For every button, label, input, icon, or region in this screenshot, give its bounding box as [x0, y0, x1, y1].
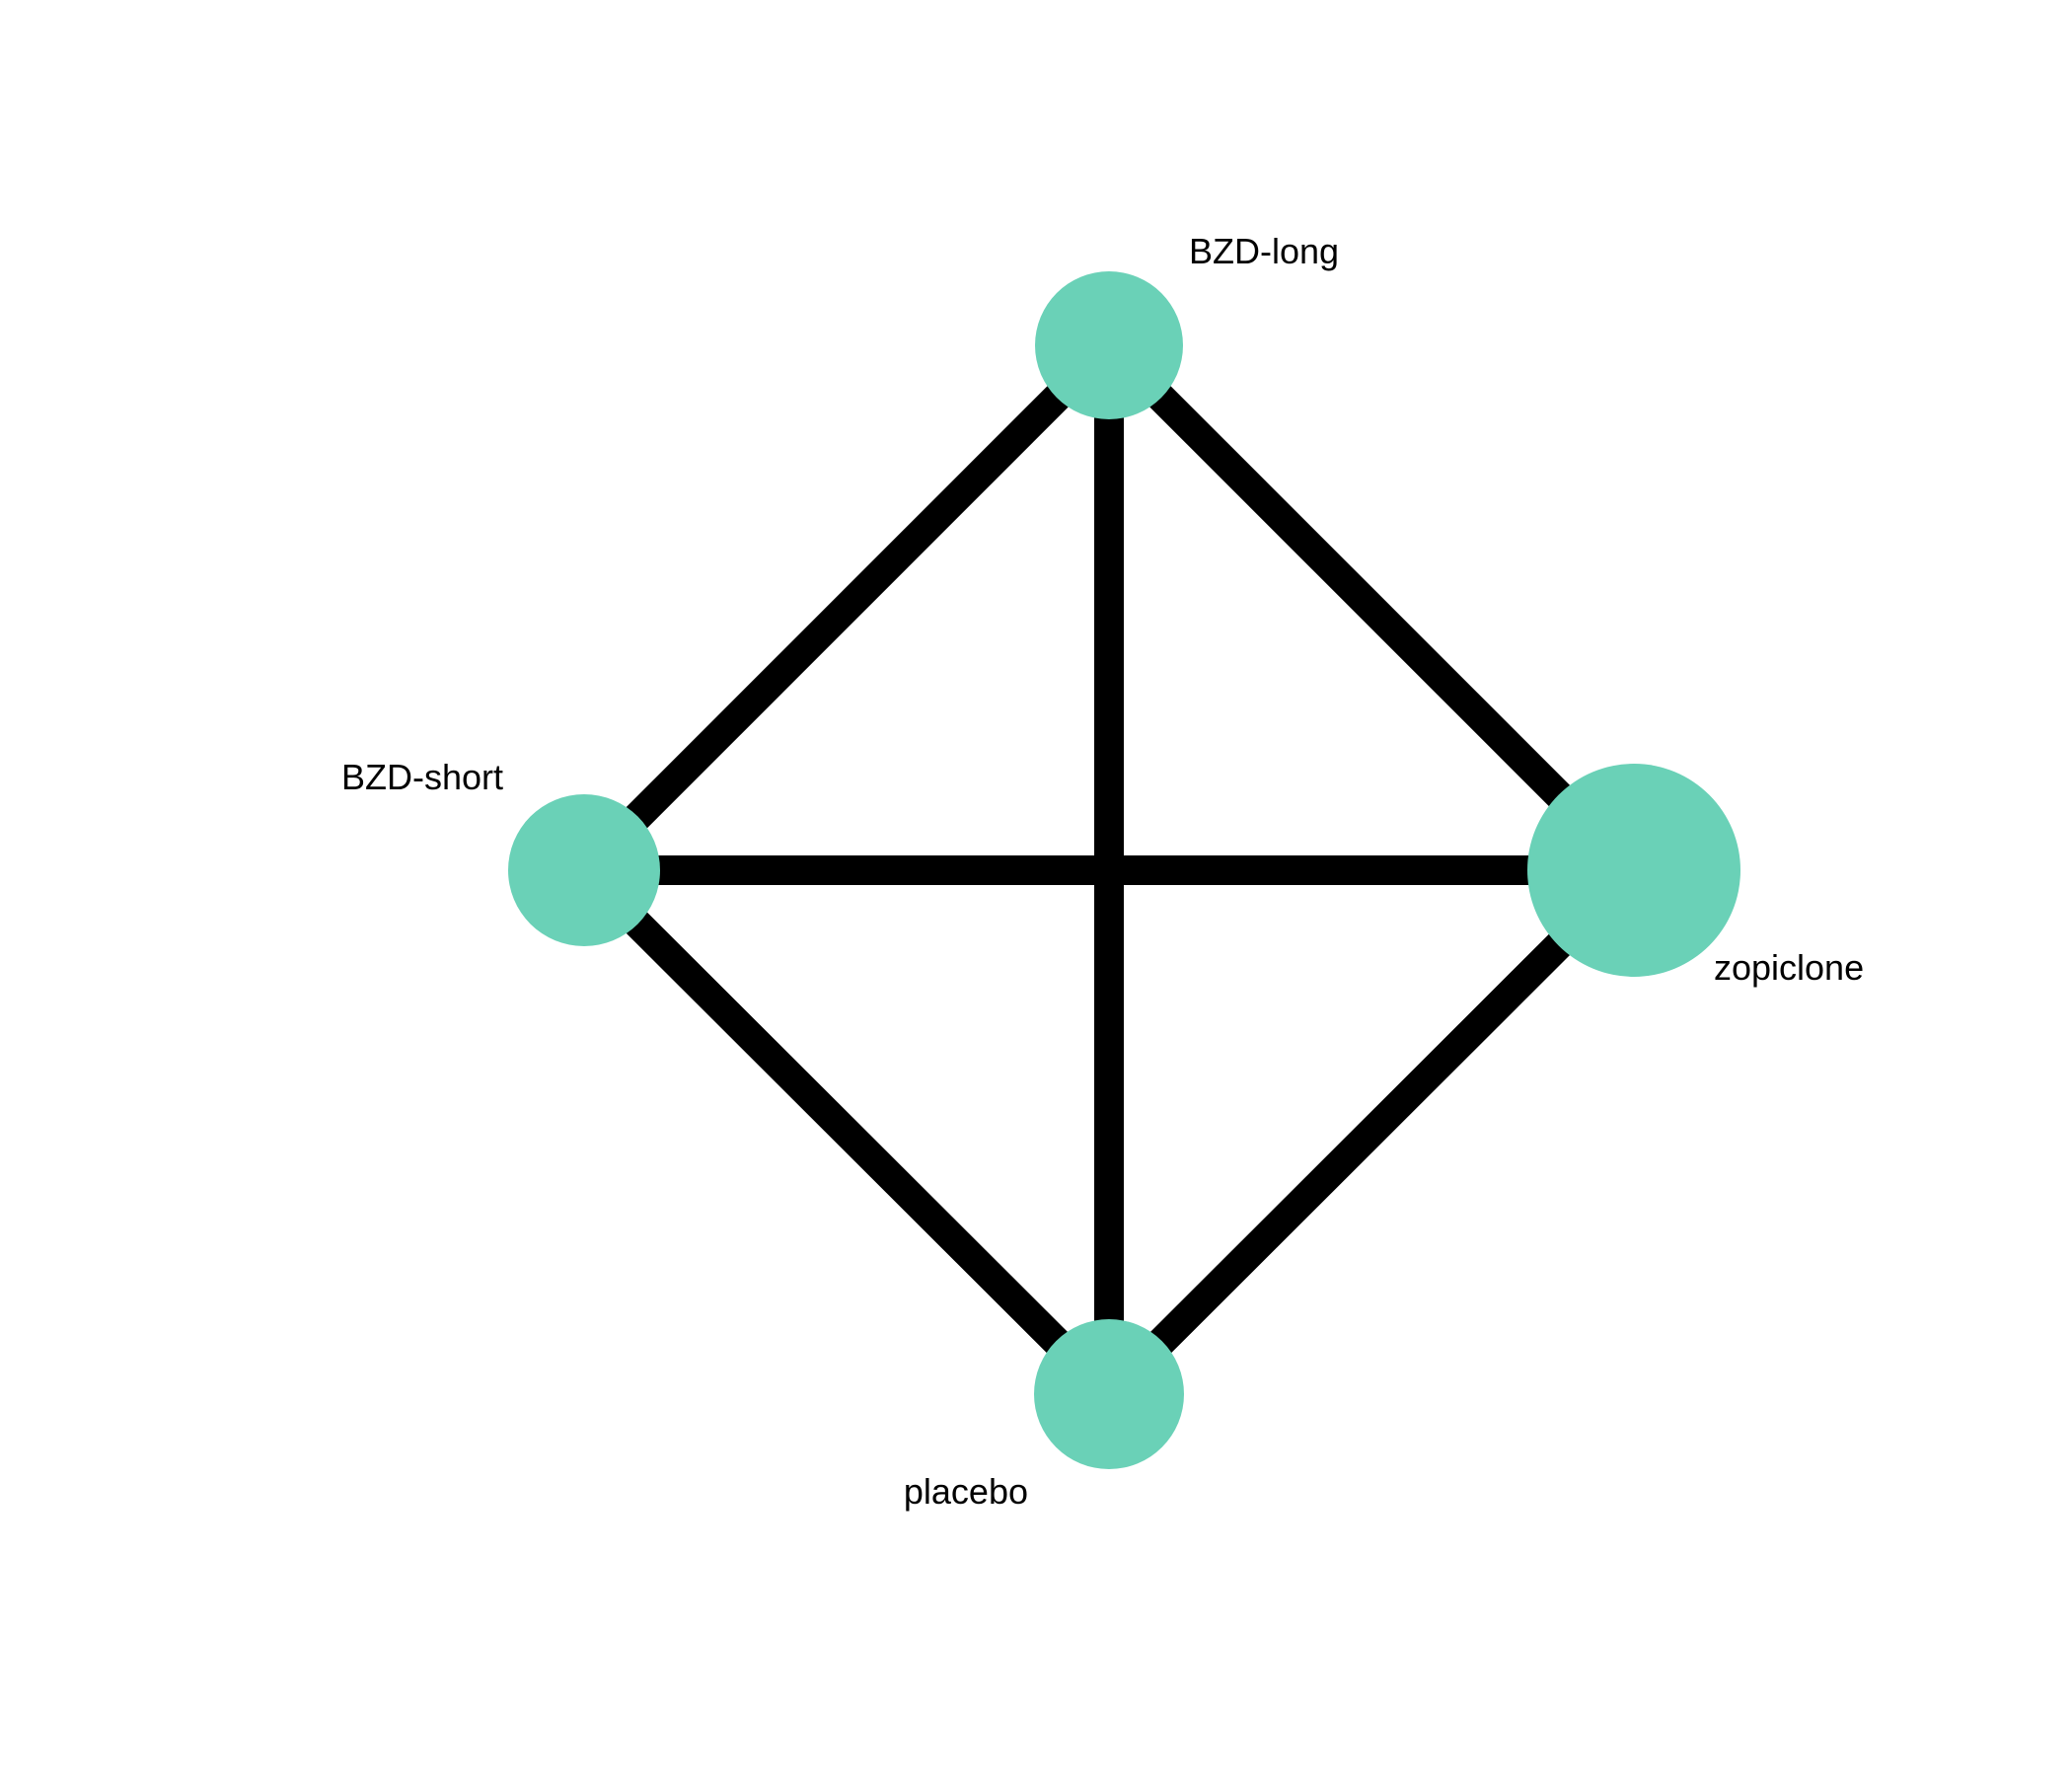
node-placebo	[1034, 1319, 1184, 1469]
edge-bzd-long-zopiclone	[1098, 334, 1645, 881]
nodes-group	[508, 271, 1740, 1469]
node-label-placebo: placebo	[904, 1471, 1028, 1512]
node-label-bzd-short: BZD-short	[341, 757, 503, 797]
edge-placebo-bzd-short	[573, 859, 1120, 1405]
node-label-zopiclone: zopiclone	[1714, 947, 1864, 988]
edge-bzd-short-bzd-long	[573, 334, 1120, 881]
edge-zopiclone-placebo	[1098, 859, 1645, 1405]
node-label-bzd-long: BZD-long	[1189, 231, 1339, 271]
node-bzd-long	[1035, 271, 1183, 419]
node-bzd-short	[508, 794, 660, 946]
node-zopiclone	[1527, 764, 1740, 977]
edges-group	[573, 334, 1645, 1405]
